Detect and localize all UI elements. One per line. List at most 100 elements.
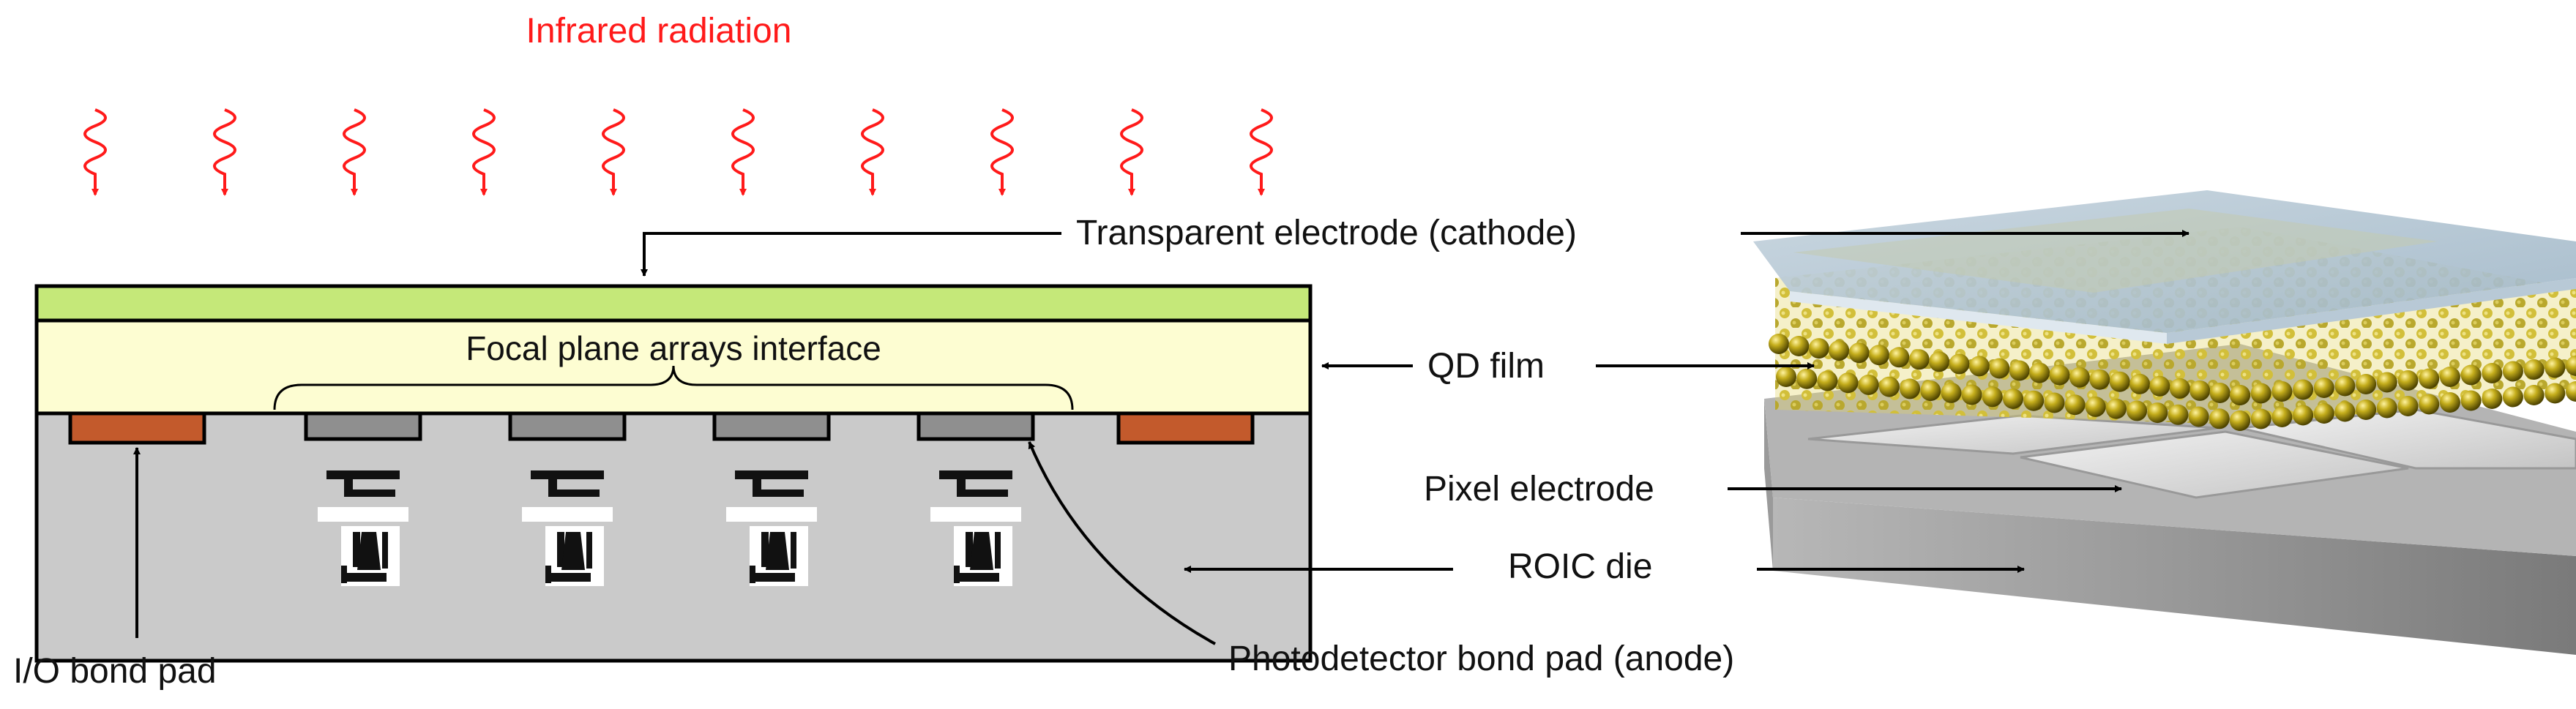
quantum-dot-30	[1878, 376, 1900, 397]
quantum-dot-6	[1869, 345, 1889, 366]
quantum-dot-45	[2188, 406, 2209, 427]
quantum-dot-50	[2271, 381, 2293, 402]
photodetector-bond-pad-label: Photodetector bond pad (anode)	[1228, 639, 1734, 678]
quantum-dot-43	[2147, 402, 2168, 424]
quantum-dot-14	[2029, 362, 2050, 383]
quantum-dot-26	[1796, 368, 1818, 389]
quantum-dot-16	[2069, 367, 2090, 388]
io-bond-pad-right	[1116, 411, 1255, 445]
quantum-dot-54	[2356, 374, 2377, 394]
quantum-dot-56	[2397, 370, 2419, 391]
quantum-dot-62	[2523, 359, 2545, 380]
quantum-dot-42	[2127, 400, 2148, 421]
quantum-dot-49	[2250, 383, 2271, 404]
focal-plane-label: Focal plane arrays interface	[466, 329, 881, 367]
roic-die-label: ROIC die	[1508, 547, 1652, 586]
quantum-dot-40	[2085, 396, 2106, 417]
transparent-electrode-label: Transparent electrode (cathode)	[1076, 214, 1577, 252]
quantum-dot-19	[2129, 373, 2150, 394]
quantum-dot-59	[2460, 364, 2482, 386]
quantum-dot-11	[1968, 356, 1990, 377]
quantum-dot-37	[2023, 390, 2045, 411]
radiation-arrow-4	[472, 108, 496, 196]
quantum-dot-55	[2376, 372, 2397, 393]
roic-die-front-face	[1773, 498, 2576, 655]
pixel-electrode-pad-1	[2020, 430, 2409, 499]
qd-film-dot-rows	[1769, 334, 2576, 431]
pixel-electrode-label: Pixel electrode	[1424, 470, 1654, 509]
roic-die-section	[34, 411, 1313, 663]
radiation-arrow-9	[1120, 108, 1143, 196]
quantum-dot-79	[2523, 385, 2545, 405]
radiation-arrow-3	[343, 108, 366, 196]
quantum-dot-5	[1848, 342, 1870, 364]
quantum-dot-15	[2049, 364, 2070, 386]
quantum-dot-27	[1817, 370, 1838, 391]
quantum-dot-70	[2334, 401, 2356, 422]
transparent-electrode-edge	[1790, 291, 2167, 344]
quantum-dot-72	[2376, 397, 2397, 419]
quantum-dot-51	[2293, 379, 2314, 400]
quantum-dot-65	[2230, 410, 2250, 431]
radiation-arrow-6	[731, 108, 755, 196]
quantum-dot-76	[2460, 390, 2482, 411]
quantum-dot-28	[1837, 372, 1859, 394]
transparent-electrode-edge-right	[2167, 278, 2576, 344]
radiation-arrow-1	[83, 108, 107, 196]
radiation-arrow-5	[602, 108, 625, 196]
quantum-dot-52	[2313, 378, 2334, 398]
quantum-dot-75	[2439, 392, 2460, 413]
quantum-dot-39	[2064, 394, 2086, 416]
quantum-dot-68	[2293, 405, 2314, 426]
qd-film-label: QD film	[1427, 347, 1545, 386]
quantum-dot-1	[1769, 334, 1789, 354]
transparent-electrode-arrow-left	[641, 232, 1061, 277]
quantum-dot-63	[2545, 357, 2566, 378]
quantum-dot-60	[2482, 363, 2503, 383]
quantum-dot-36	[2003, 389, 2023, 409]
quantum-dot-21	[2169, 378, 2190, 399]
3d-device-illustration	[1753, 190, 2576, 655]
quantum-dot-46	[2209, 408, 2230, 429]
quantum-dot-44	[2168, 404, 2189, 425]
quantum-dot-4	[1829, 340, 1850, 361]
transparent-electrode-section	[34, 284, 1313, 323]
quantum-dot-67	[2271, 407, 2293, 427]
infrared-radiation-label: Infrared radiation	[526, 12, 792, 50]
infrared-radiation-arrows	[83, 108, 1273, 196]
pixel-bond-pad-3	[712, 411, 831, 441]
io-bond-pad-label: I/O bond pad	[13, 652, 217, 691]
io-bond-pad-left	[68, 411, 206, 445]
pixel-bond-pad-2	[508, 411, 627, 441]
pixel-bond-pad-4	[916, 411, 1035, 441]
radiation-arrow-8	[990, 108, 1014, 196]
quantum-dot-81	[2566, 381, 2576, 402]
quantum-dot-48	[2230, 385, 2250, 405]
pixel-bond-pad-1	[304, 411, 422, 441]
quantum-dot-25	[1776, 367, 1796, 387]
quantum-dot-41	[2105, 398, 2127, 419]
roic-die-side-face	[1764, 399, 1773, 571]
quantum-dot-32	[1920, 380, 1941, 402]
quantum-dot-64	[2566, 356, 2576, 376]
quantum-dot-10	[1949, 353, 1970, 375]
quantum-dot-38	[2044, 392, 2065, 413]
quantum-dot-7	[1889, 347, 1910, 368]
callouts: Transparent electrode (cathode) QD film …	[13, 214, 2189, 691]
photodetector-bond-pad-arrow	[1028, 441, 1216, 645]
quantum-dot-77	[2482, 389, 2503, 409]
quantum-dot-3	[1808, 338, 1829, 359]
quantum-dot-34	[1961, 384, 1982, 405]
quantum-dot-20	[2149, 375, 2170, 397]
quantum-dot-29	[1858, 374, 1879, 395]
quantum-dot-12	[1989, 358, 2010, 379]
quantum-dot-58	[2439, 367, 2460, 387]
quantum-dot-80	[2545, 383, 2566, 404]
quantum-dot-8	[1908, 349, 1930, 370]
quantum-dot-13	[2009, 360, 2030, 381]
focal-plane-brace	[273, 365, 1074, 410]
quantum-dot-2	[1788, 336, 1810, 356]
quantum-dot-9	[1929, 351, 1950, 372]
quantum-dot-73	[2397, 396, 2419, 416]
